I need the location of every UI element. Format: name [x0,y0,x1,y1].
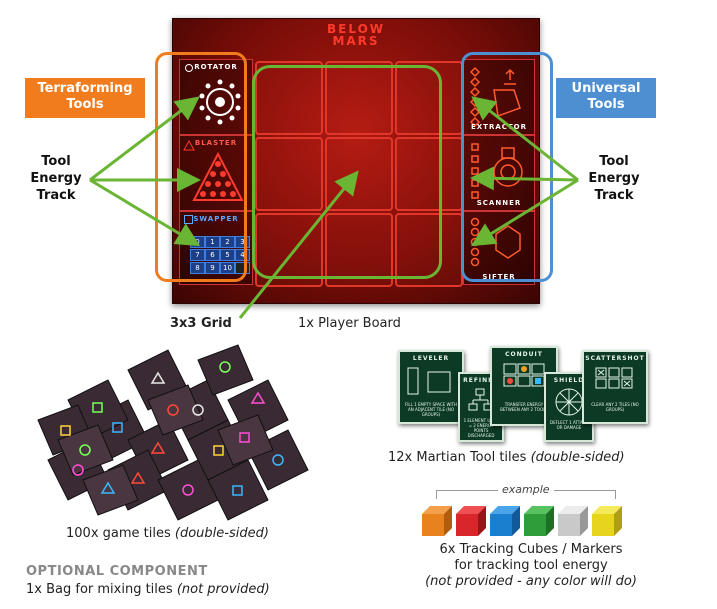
board-logo: BELOW MARS [327,22,385,48]
cubes-caption: 6x Tracking Cubes / Markers for tracking… [425,542,637,589]
arrow-scanner [470,166,579,191]
grid-label: 3x3 Grid [170,316,232,331]
blaster-icon [183,139,244,201]
optional-heading: OPTIONAL COMPONENT [26,564,208,579]
martian-tiles-caption: 12x Martian Tool tiles (double-sided) [388,450,625,465]
grid-outline [252,65,442,279]
blaster-title: BLASTER [194,139,238,147]
grid-cell [325,61,393,135]
swapper-cell: 5 [220,249,235,261]
rotator-icon [185,64,241,125]
arrow-rotator [89,96,200,182]
tracking-cubes [422,506,622,536]
game-tiles-caption: 100x game tiles (double-sided) [66,526,269,541]
swapper-cell: 6 [205,249,220,261]
universal-tools-label: Universal Tools [556,78,656,118]
tracking-cube [490,506,520,536]
swapper-cell: 10 [220,262,235,274]
arrow-swapper [89,178,201,247]
shield-icon [555,388,583,416]
martian-tile-scattershot: SCATTERSHOT CLEAR ANY 2 TILES (NO GROUPS… [582,350,648,424]
player-board-caption: 1x Player Board [298,316,401,331]
swapper-cell: 9 [205,262,220,274]
swapper-cell: 2 [220,236,235,248]
left-energy-track-label: Tool Energy Track [30,154,82,203]
swapper-title: SWAPPER [193,215,239,223]
arrow-extractor [471,96,579,182]
tracking-cube [422,506,452,536]
conduit-icon [503,363,545,387]
tracking-cube [524,506,554,536]
grid-cell [395,137,463,211]
tracking-cube [592,506,622,536]
universal-outline [461,52,553,282]
leveler-icon [407,367,451,395]
grid-cell [255,137,323,211]
swapper-cell: 8 [190,262,205,274]
callout-arrows [89,96,579,319]
arrow-grid [238,170,359,319]
terraforming-outline [155,52,247,282]
extractor-title: EXTRACTOR [470,123,527,131]
swapper-cell: 1 [205,236,220,248]
scattershot-icon [595,367,633,389]
bag-caption: 1x Bag for mixing tiles (not provided) [26,582,270,597]
tracking-cube [456,506,486,536]
arrow-sifter [470,178,579,247]
terraforming-tools-label: Terraforming Tools [25,78,145,118]
grid-cell [325,213,393,287]
sifter-title: SIFTER [482,273,516,281]
tracking-cube [558,506,588,536]
game-tiles-pile [37,344,309,521]
martian-tile-leveler: LEVELER FILL 1 EMPTY SPACE WITH AN ADJAC… [398,350,464,424]
right-energy-track-label: Tool Energy Track [588,154,640,203]
scanner-title: SCANNER [476,199,522,207]
rotator-title: ROTATOR [194,63,238,71]
swapper-cell: 7 [190,249,205,261]
example-label: example [498,483,554,496]
